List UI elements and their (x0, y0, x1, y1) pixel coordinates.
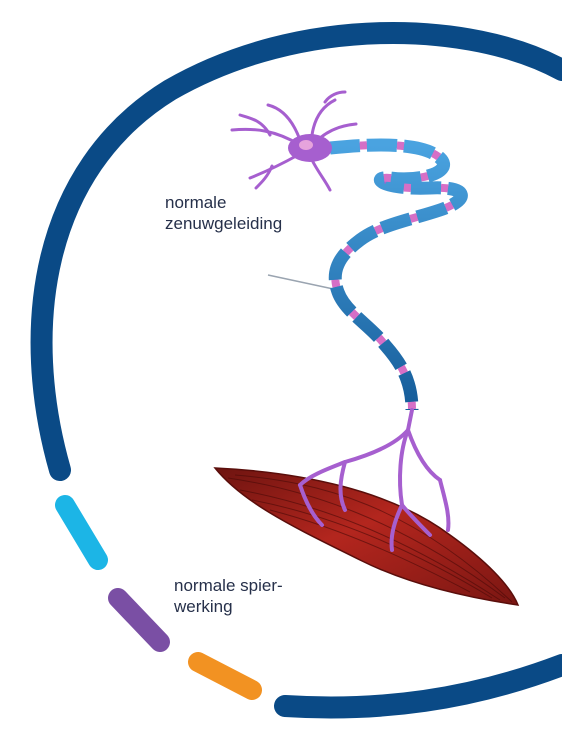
frame-ring-bottom-arc (285, 665, 562, 707)
frame-ring-arc (42, 33, 562, 470)
frame-dash-purple (118, 598, 160, 642)
frame-dash-orange (198, 662, 252, 690)
muscle-label-line2: werking (174, 596, 283, 617)
muscle-function-label: normale spier- werking (174, 575, 283, 617)
frame-dash-cyan (65, 505, 98, 560)
nerve-conduction-label: normale zenuwgeleiding (165, 192, 282, 234)
nerve-label-line1: normale (165, 192, 282, 213)
label-pointer-line (268, 275, 338, 290)
muscle-label-line1: normale spier- (174, 575, 283, 596)
nerve-label-line2: zenuwgeleiding (165, 213, 282, 234)
